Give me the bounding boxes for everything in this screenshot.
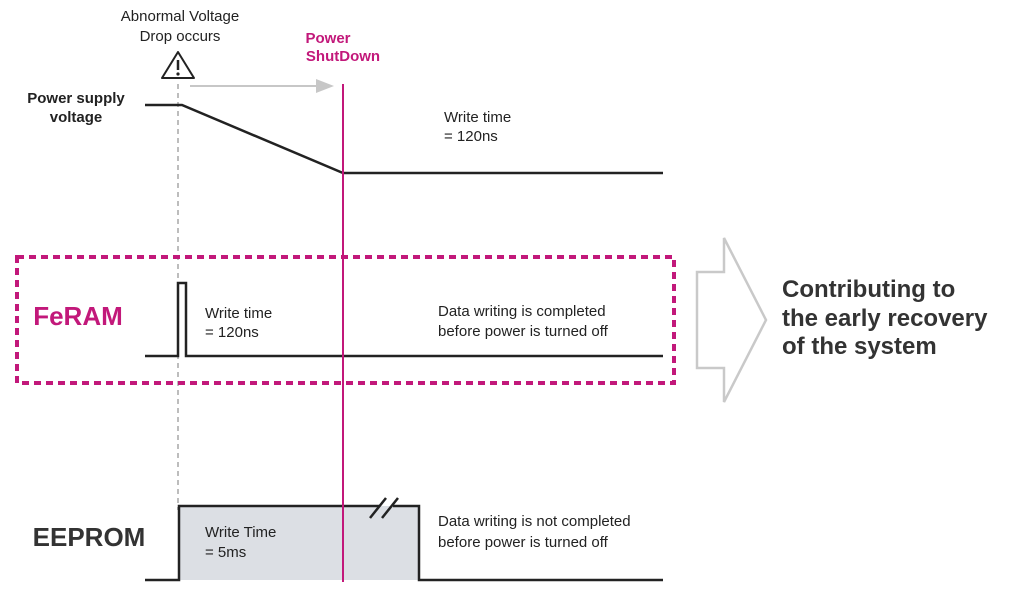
supply-label-line2: voltage <box>50 109 103 126</box>
feram-write-line1: Write time <box>205 305 272 322</box>
eeprom-note-line1: Data writing is not completed <box>438 513 631 530</box>
feram-write-line2: = 120ns <box>205 324 259 341</box>
feram-highlight-box <box>15 255 676 385</box>
supply-write-line1: Write time <box>444 109 511 126</box>
break-mark-icon <box>369 497 399 519</box>
eeprom-label: EEPROM <box>33 522 146 552</box>
feram-waveform <box>145 281 663 358</box>
warning-triangle-icon <box>161 51 195 79</box>
supply-write-line2: = 120ns <box>444 128 498 145</box>
event-label-line1: Abnormal Voltage <box>121 8 239 25</box>
shutdown-label-line2: ShutDown <box>306 48 380 65</box>
result-line3: of the system <box>782 333 937 360</box>
eeprom-write-line1: Write Time <box>205 524 276 541</box>
feram-note-line2: before power is turned off <box>438 323 609 340</box>
supply-label-line1: Power supply <box>27 90 125 107</box>
supply-voltage-waveform <box>145 103 663 175</box>
eeprom-write-line2: = 5ms <box>205 544 246 561</box>
delay-arrow <box>190 79 334 93</box>
eeprom-note-line2: before power is turned off <box>438 534 609 551</box>
eeprom-waveform <box>145 504 379 582</box>
shutdown-label-line1: Power <box>305 30 350 47</box>
event-label-line2: Drop occurs <box>140 28 221 45</box>
eeprom-waveform-continued <box>393 504 663 582</box>
feram-label: FeRAM <box>33 301 123 331</box>
eeprom-write-fill <box>179 506 419 580</box>
hollow-arrow-icon <box>695 237 768 403</box>
result-line1: Contributing to <box>782 276 955 303</box>
feram-note-line1: Data writing is completed <box>438 303 606 320</box>
result-line2: the early recovery <box>782 305 988 332</box>
